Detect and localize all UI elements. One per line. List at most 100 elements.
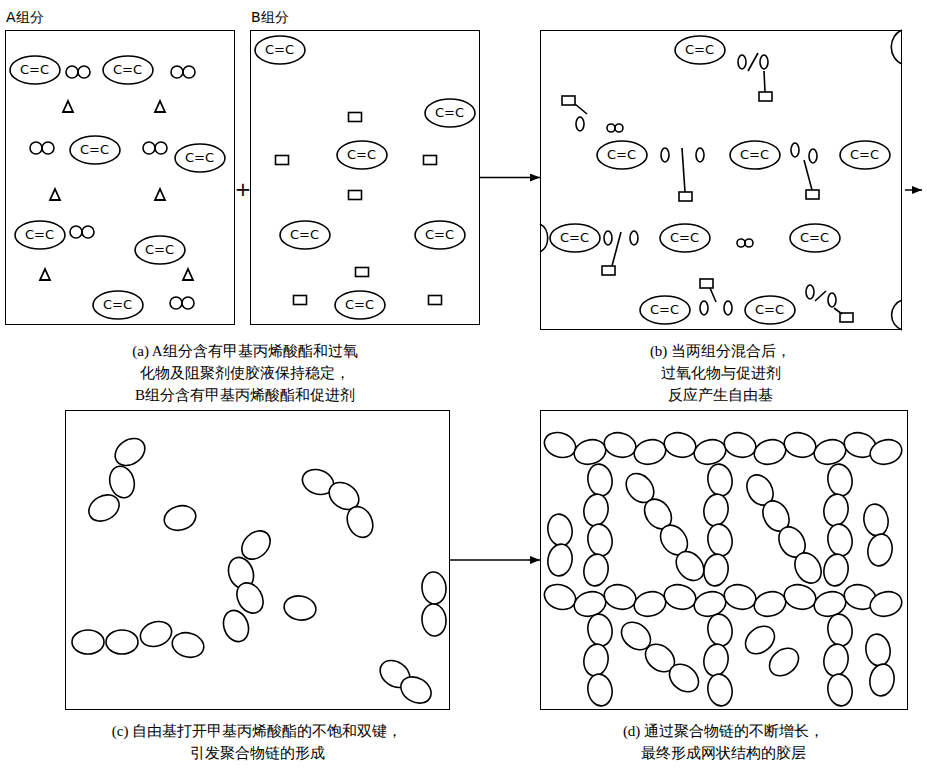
monomer-formula: C=C xyxy=(650,302,679,317)
radical-oval xyxy=(630,231,638,245)
molecule-circle xyxy=(155,142,167,154)
peroxide-triangles xyxy=(40,101,193,280)
molecule-circle xyxy=(171,66,183,78)
triangle-symbol xyxy=(40,269,50,280)
bond-line xyxy=(575,104,587,114)
panel-caption: (d) 通过聚合物链的不断增长， 最终形成网状结构的胶层 xyxy=(594,720,854,764)
polymer-chains xyxy=(72,433,447,708)
radical-oval xyxy=(661,148,669,162)
chain-link xyxy=(705,522,734,558)
chain-link xyxy=(790,548,827,588)
plus-sign: + xyxy=(234,178,252,200)
monomer-formula: C=C xyxy=(800,230,829,245)
stage-panel: (b) 当两组分混合后， 过氧化物与促进剂 反应产生自由基C=CC=CC=CC=… xyxy=(540,30,902,330)
accelerator-squares xyxy=(276,113,442,305)
monomer-formula: C=C xyxy=(290,227,319,242)
chain-link xyxy=(821,492,850,528)
chain-link xyxy=(581,552,610,588)
molecule-circle xyxy=(182,297,194,309)
radical-symbols xyxy=(540,30,902,330)
monomer-ellipse: C=C xyxy=(102,55,154,85)
monomer-ellipse: C=C xyxy=(729,140,781,170)
chain-link xyxy=(821,642,850,678)
monomer-formula: C=C xyxy=(145,242,174,257)
chain-link xyxy=(661,581,698,612)
chain-link xyxy=(110,433,150,471)
monomer-ellipse: C=C xyxy=(839,140,891,170)
square-symbol xyxy=(679,192,692,201)
molecule-circle xyxy=(615,124,623,132)
chain-link xyxy=(585,612,614,648)
square-symbol xyxy=(700,279,713,288)
molecule-circle xyxy=(170,297,182,309)
chain-link xyxy=(861,502,890,538)
partial-ellipse xyxy=(892,300,902,330)
chain-link xyxy=(631,588,668,619)
panel-caption: (c) 自由基打开甲基丙烯酸酯的不饱和双键， 引发聚合物链的形成 xyxy=(72,720,442,764)
chain-link xyxy=(740,621,780,660)
monomer-ellipse: C=C xyxy=(134,235,186,265)
chain-link xyxy=(721,429,758,460)
stage-panel: (d) 通过聚合物链的不断增长， 最终形成网状结构的胶层 xyxy=(540,410,908,710)
radical-oval xyxy=(604,231,612,245)
monomer-formula: C=C xyxy=(103,297,132,312)
panel-caption: (a) A组分含有甲基丙烯酸酯和过氧 化物及阻聚剂使胶液保持稳定， B组分含有甲… xyxy=(105,340,385,406)
chain-link xyxy=(671,546,710,586)
radical-oval xyxy=(738,55,746,69)
chain-link xyxy=(282,593,318,622)
radical-oval xyxy=(576,117,584,131)
square-symbol xyxy=(276,156,289,165)
ellipse-shape xyxy=(175,144,225,172)
chain-link xyxy=(161,502,198,533)
chain-link xyxy=(751,436,788,467)
bond-line xyxy=(612,232,621,266)
chain-link xyxy=(219,607,252,645)
chain-link xyxy=(84,490,124,527)
monomer-ellipse: C=C xyxy=(174,143,226,173)
bond-line xyxy=(804,160,812,190)
chain-link xyxy=(72,630,104,654)
radical-oval xyxy=(700,301,708,315)
molecule-circle xyxy=(42,142,54,154)
chain-link xyxy=(811,436,848,467)
chain-link xyxy=(705,612,734,648)
monomer-formula: C=C xyxy=(185,150,214,165)
chain-link xyxy=(601,581,638,612)
monomer-ellipse: C=C xyxy=(9,55,61,85)
continue-arrow xyxy=(905,190,922,191)
square-symbol xyxy=(759,92,772,101)
square-symbol xyxy=(424,156,437,165)
label-slot: + xyxy=(234,178,252,200)
ellipse-shape xyxy=(70,136,120,164)
chain-link xyxy=(545,512,574,548)
chain-link xyxy=(169,629,206,660)
chain-link xyxy=(705,462,734,498)
radical-oval xyxy=(760,55,768,69)
monomer-ellipse: C=C xyxy=(254,35,306,65)
bond-line xyxy=(748,53,758,71)
monomer-ellipse: C=C xyxy=(424,98,476,128)
monomer-ellipse: C=C xyxy=(279,220,331,250)
monomer-formula: C=C xyxy=(425,227,454,242)
monomer-ellipse: C=C xyxy=(789,223,841,253)
ellipse-shape xyxy=(255,36,305,64)
flow-arrow xyxy=(480,177,540,179)
monomer-formula: C=C xyxy=(25,227,54,242)
square-symbol xyxy=(562,96,575,105)
ellipse-shape xyxy=(425,99,475,127)
ellipse-shape xyxy=(550,224,600,252)
ellipse-shape xyxy=(790,224,840,252)
triangle-symbol xyxy=(155,101,165,112)
stage-panel: (c) 自由基打开甲基丙烯酸酯的不饱和双键， 引发聚合物链的形成 xyxy=(65,410,450,710)
monomer-ellipse: C=C xyxy=(659,223,711,253)
monomer-formula: C=C xyxy=(345,297,374,312)
radical-oval xyxy=(828,293,836,307)
chain-link xyxy=(701,642,730,678)
chain-link xyxy=(601,429,638,460)
monomer-ellipse: C=C xyxy=(549,223,601,253)
ellipse-shape xyxy=(280,221,330,249)
chain-link xyxy=(342,502,377,541)
chain-link xyxy=(764,643,804,682)
monomer-formula: C=C xyxy=(265,42,294,57)
